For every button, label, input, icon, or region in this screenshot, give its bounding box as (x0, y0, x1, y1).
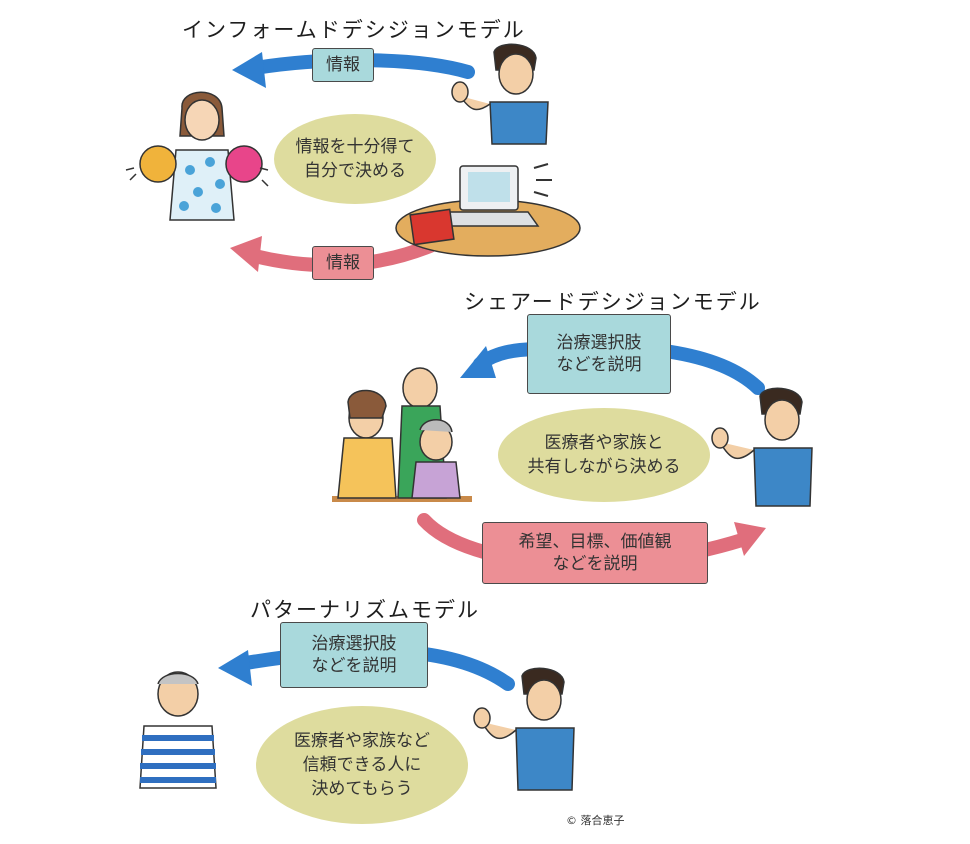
paternalism-bubble: 医療者や家族など 信頼できる人に 決めてもらう (256, 706, 468, 824)
informed-bottom-arrowhead (230, 236, 262, 272)
shared-top-label: 治療選択肢 などを説明 (527, 314, 671, 394)
family-illustration (332, 367, 472, 502)
elderly-man-illustration (139, 671, 217, 789)
book-icon (409, 208, 455, 246)
shared-bottom-arrowhead (734, 522, 766, 556)
doctor-illustration-3 (473, 667, 575, 791)
paternalism-model-title: パターナリズムモデル (250, 598, 480, 622)
informed-top-label: 情報 (312, 48, 374, 82)
paternalism-top-label: 治療選択肢 などを説明 (280, 622, 428, 688)
informed-model-title: インフォームドデシジョンモデル (182, 18, 526, 42)
informed-bubble: 情報を十分得て 自分で決める (274, 114, 436, 204)
yellow-ball-icon (139, 145, 177, 183)
shared-bubble: 医療者や家族と 共有しながら決める (498, 408, 710, 502)
paternalism-top-arrowhead (218, 650, 252, 686)
table-laptop-illustration (395, 163, 581, 257)
shared-top-arrowhead (460, 346, 496, 378)
informed-bottom-label: 情報 (312, 246, 374, 280)
informed-top-arrowhead (232, 52, 266, 88)
shared-model-title: シェアードデシジョンモデル (464, 290, 762, 314)
pink-ball-icon (225, 145, 263, 183)
copyright-credit: © 落合恵子 (566, 814, 625, 827)
patient-woman-illustration (125, 91, 269, 221)
doctor-illustration-1 (451, 43, 549, 145)
doctor-illustration-2 (711, 387, 813, 507)
shared-bottom-label: 希望、目標、価値観 などを説明 (482, 522, 708, 584)
